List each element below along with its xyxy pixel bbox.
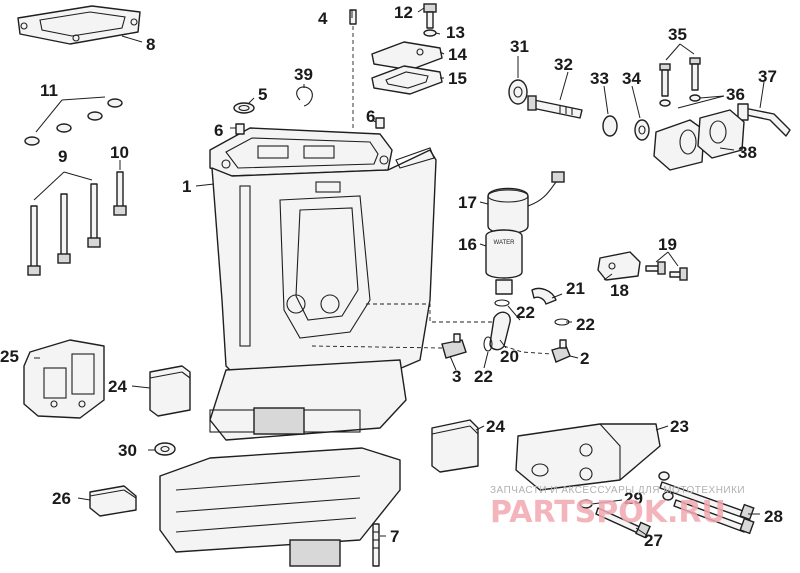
bushing-part-31	[508, 79, 528, 105]
callout-22-bottom: 22	[474, 367, 493, 386]
water-pump-label: WATER	[494, 240, 516, 246]
fitting-part-2	[551, 339, 571, 363]
callout-25: 25	[0, 347, 19, 366]
ring-part-5	[233, 102, 255, 114]
callout-labels: 1 2 3 4 5 6 6 7 8 9 10 11 12 13 14 15 16…	[0, 3, 783, 550]
watermark-tagline: ЗАПЧАСТИ И АКСЕССУАРЫ ДЛЯ МОТОТЕХНИКИ	[490, 485, 745, 496]
washer-part-13	[423, 29, 437, 37]
callout-3: 3	[452, 367, 461, 386]
shaft-bolt-part-32	[527, 95, 583, 119]
callout-18: 18	[610, 281, 629, 300]
callout-32: 32	[554, 55, 573, 74]
washer-part-33	[602, 115, 618, 137]
callout-15: 15	[448, 69, 467, 88]
callout-34: 34	[622, 69, 641, 88]
callout-35: 35	[668, 25, 687, 44]
callout-30: 30	[118, 441, 137, 460]
rubber-mount-part-38	[653, 109, 745, 171]
gasket-part-15	[371, 65, 443, 95]
callout-26: 26	[52, 489, 71, 508]
link-rod-part-37	[737, 103, 791, 137]
callout-19: 19	[658, 235, 677, 254]
cover-plate-part-14	[371, 41, 443, 71]
washers-part-11	[24, 96, 123, 146]
callout-27: 27	[644, 531, 663, 550]
bolt-part-27	[595, 507, 651, 539]
washers-part-29	[579, 471, 674, 509]
filter-cap-part-17	[487, 171, 565, 235]
callout-33: 33	[590, 69, 609, 88]
callout-6-left: 6	[214, 121, 223, 140]
callout-24-left: 24	[108, 377, 127, 396]
clamp-part-22-a	[494, 299, 510, 307]
callout-11: 11	[40, 81, 58, 100]
callout-8: 8	[146, 35, 155, 54]
callout-22-top: 22	[516, 303, 535, 322]
long-bolts-part-9	[27, 171, 101, 276]
bracket-part-18	[597, 251, 641, 281]
driveshaft-housing-part-1	[159, 127, 437, 567]
callout-2: 2	[580, 349, 589, 368]
watermark: ЗАПЧАСТИ И АКСЕССУАРЫ ДЛЯ МОТОТЕХНИКИ PA…	[490, 485, 745, 530]
rubber-mount-left-part-24	[149, 365, 191, 417]
hose-part-21	[531, 287, 557, 305]
callout-16: 16	[458, 235, 477, 254]
callout-29: 29	[624, 489, 643, 508]
bolt-part-12	[423, 3, 437, 29]
callout-5: 5	[258, 85, 267, 104]
washer-part-34	[634, 119, 650, 141]
hose-part-20	[489, 311, 511, 351]
stud-part-7	[372, 523, 380, 567]
callout-6-right: 6	[366, 107, 375, 126]
callout-36: 36	[726, 85, 745, 104]
mount-bracket-part-25	[23, 339, 105, 419]
pad-part-26	[89, 485, 137, 517]
clamp-part-22-c	[483, 336, 493, 352]
gasket-top-part-8	[17, 5, 143, 45]
callout-37: 37	[758, 67, 777, 86]
callout-23: 23	[670, 417, 689, 436]
callout-4: 4	[318, 9, 328, 28]
callout-28: 28	[764, 507, 783, 526]
hose-routing-lines	[311, 303, 553, 355]
washers-part-36	[659, 94, 725, 109]
callout-38: 38	[738, 143, 757, 162]
callout-24-right: 24	[486, 417, 505, 436]
callout-20: 20	[500, 347, 519, 366]
callout-17: 17	[458, 193, 477, 212]
callout-10: 10	[110, 143, 129, 162]
dowel-right-part-6	[375, 117, 385, 129]
clip-part-39	[296, 86, 313, 107]
callout-39: 39	[294, 65, 313, 84]
bolts-part-28	[659, 481, 755, 535]
callout-31: 31	[510, 37, 529, 56]
callout-1: 1	[182, 177, 191, 196]
dowel-left-part-6	[235, 123, 245, 135]
callout-14: 14	[448, 45, 467, 64]
callout-9: 9	[58, 147, 67, 166]
water-pump-part-16: WATER	[485, 229, 523, 295]
callout-12: 12	[394, 3, 413, 22]
leader-lines	[34, 7, 765, 537]
callout-7: 7	[390, 527, 399, 546]
callout-13: 13	[446, 23, 465, 42]
short-bolt-part-10	[113, 160, 127, 216]
stud-part-4	[349, 9, 357, 128]
watermark-logo: PARTSPOK.RU	[490, 495, 726, 530]
lower-mount-part-23	[515, 423, 661, 491]
fitting-part-3	[441, 333, 467, 359]
washer-part-30	[154, 442, 176, 456]
bolts-part-35	[659, 43, 701, 97]
bolts-part-19	[645, 251, 688, 281]
callout-21: 21	[566, 279, 585, 298]
rubber-mount-right-part-24	[431, 419, 479, 473]
callout-22-right: 22	[576, 315, 595, 334]
